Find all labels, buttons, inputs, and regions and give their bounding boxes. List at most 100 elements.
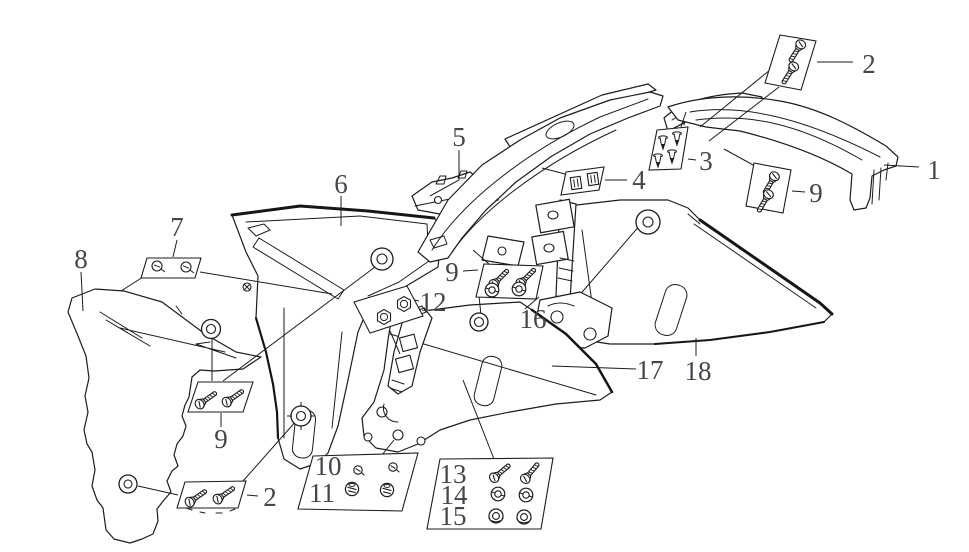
fastener-sqclip (569, 175, 583, 191)
grommets-layer (118, 209, 661, 494)
callout-label-16: 16 (520, 304, 547, 334)
callout-label-9: 9 (445, 257, 459, 287)
fastener-collar (484, 282, 500, 298)
box-screws-9-center (475, 263, 544, 300)
box-leader-line (708, 86, 780, 142)
grommet (469, 312, 489, 332)
fastener-pinscrew (388, 462, 400, 473)
box-leader-line (462, 379, 495, 460)
callout-label-3: 3 (699, 146, 713, 176)
part-18-right-side-panel (559, 199, 834, 345)
callout-label-13: 13 (440, 459, 467, 489)
fastener-hexnut (376, 308, 392, 326)
fastener-collar (490, 486, 506, 502)
fastener-collar (518, 487, 534, 503)
box-leader-line (680, 111, 687, 128)
box-clips-7 (140, 257, 202, 279)
fastener-screw (756, 189, 774, 213)
fastener-rivet (180, 261, 195, 274)
fastener-screw (184, 489, 208, 508)
fastener-screw (519, 462, 540, 484)
callout-label-18: 18 (685, 356, 712, 386)
fastener-nut (516, 509, 532, 525)
grommet (635, 209, 661, 235)
box-leader-line (120, 276, 144, 292)
box-leader-line (199, 271, 333, 295)
callout-label-10: 10 (315, 451, 342, 481)
box-leader-line (541, 167, 566, 175)
grommet (118, 474, 138, 494)
callout-leader-line (791, 190, 806, 193)
callout-leader-line (524, 296, 540, 310)
box-leader-line (381, 439, 395, 456)
part-center-tank-cover (417, 83, 664, 267)
callout-leader-line (172, 239, 178, 258)
box-leader-line (222, 263, 380, 382)
callout-label-2: 2 (263, 482, 277, 512)
callout-leader-line (883, 164, 920, 168)
box-clips-4 (560, 166, 605, 196)
fastener-nut (488, 508, 504, 524)
fastener-screw (781, 61, 800, 85)
grommet (200, 318, 222, 340)
callout-label-6: 6 (334, 169, 348, 199)
fastener-screw (489, 463, 511, 484)
box-leader-line (389, 330, 401, 355)
box-screws-2-bottom (176, 480, 247, 509)
leader-lines-layer (80, 61, 920, 516)
fastener-boxes-layer (140, 34, 817, 530)
fastener-wellnut (379, 482, 395, 498)
box-screws-13-14-15 (426, 457, 554, 530)
callout-label-9: 9 (214, 424, 228, 454)
box-small-10-11 (297, 452, 419, 512)
fastener-hexnut (396, 295, 412, 313)
fastener-sqclip (586, 171, 600, 187)
callout-label-5: 5 (452, 122, 466, 152)
callout-label-7: 7 (170, 212, 184, 242)
grommet (370, 247, 394, 271)
fastener-rivet (151, 260, 166, 273)
box-leader-line (723, 148, 756, 167)
fastener-clip (672, 131, 682, 147)
fastener-pinscrew (353, 465, 365, 476)
fastener-screw (221, 389, 245, 408)
callout-label-14: 14 (441, 480, 469, 510)
fastener-box-outline (140, 257, 202, 279)
fastener-screw (788, 39, 807, 63)
fastener-clip (653, 153, 663, 169)
part-6-side-fairing (230, 204, 443, 470)
box-screws-9-left (187, 381, 254, 413)
callout-label-1: 1 (927, 155, 941, 185)
callout-leader-line (462, 269, 479, 272)
box-clips-3 (648, 126, 689, 171)
fastener-screw (194, 391, 218, 410)
callout-label-2: 2 (862, 49, 876, 79)
callout-label-8: 8 (74, 244, 88, 274)
fastener-screw (212, 486, 236, 505)
box-leader-line (478, 295, 482, 316)
box-leader-line (137, 485, 179, 496)
callout-label-15: 15 (440, 501, 467, 531)
callout-leader-line (687, 158, 697, 161)
callout-leader-line (80, 271, 84, 312)
box-leader-line (472, 249, 490, 265)
callout-label-12: 12 (420, 287, 447, 317)
box-leader-line (699, 69, 771, 128)
callout-leader-line (551, 365, 637, 370)
part-1-rear-side-cover (667, 96, 899, 211)
box-nuts-12 (353, 285, 424, 334)
box-leader-line (242, 419, 298, 482)
box-screws-9-right (745, 162, 792, 214)
callout-leader-line (429, 150, 460, 197)
fastener-clip (658, 135, 668, 151)
callout-label-11: 11 (309, 478, 335, 508)
callout-leader-line (246, 494, 259, 497)
fastener-clip (667, 149, 677, 165)
fastener-wellnut (344, 481, 360, 497)
callout-label-4: 4 (632, 165, 646, 195)
callout-label-9: 9 (809, 178, 823, 208)
fastener-box-outline (648, 126, 689, 171)
